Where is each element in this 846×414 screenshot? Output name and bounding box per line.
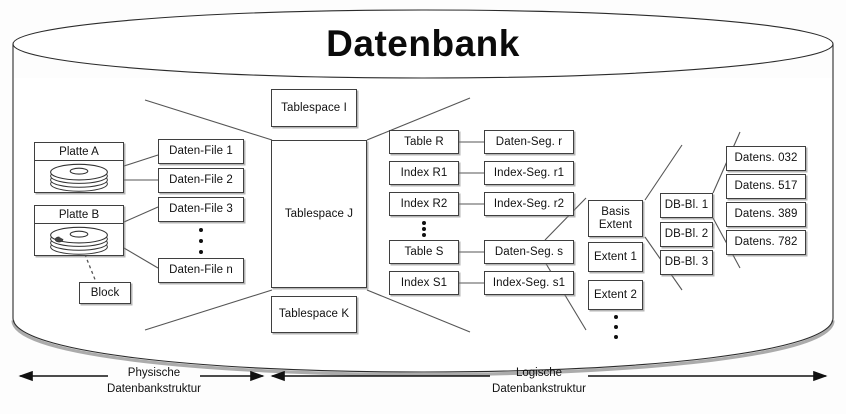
- index-seg-s1-box[interactable]: Index-Seg. s1: [484, 271, 574, 295]
- extent-1-box[interactable]: Extent 1: [588, 242, 643, 272]
- connector-platte-a-file1: [123, 154, 159, 167]
- daten-file-3-box[interactable]: Daten-File 3: [158, 197, 244, 222]
- table-s-box[interactable]: Table S: [389, 240, 459, 264]
- record-517-box[interactable]: Datens. 517: [726, 174, 806, 199]
- logical-object-ellipsis-icon: [419, 221, 429, 237]
- daten-seg-r-box[interactable]: Daten-Seg. r: [484, 130, 574, 154]
- index-seg-r1-box[interactable]: Index-Seg. r1: [484, 161, 574, 185]
- connector-tablespace-bottom-right: [366, 289, 471, 333]
- connector-segment-extent-top: [544, 197, 587, 241]
- connector-platte-b-filen: [123, 247, 159, 269]
- diagram-title: Datenbank: [326, 23, 520, 64]
- index-r1-box[interactable]: Index R1: [389, 161, 459, 185]
- connector-tablespace-top-right: [366, 97, 471, 141]
- connector-files-top-left: [144, 99, 273, 141]
- physical-axis-line1: Physische: [127, 367, 181, 379]
- daten-file-1-box[interactable]: Daten-File 1: [158, 139, 244, 164]
- disk-platte-b[interactable]: Platte B: [34, 205, 124, 256]
- logical-axis-label: Logische Datenbankstruktur: [490, 366, 588, 397]
- index-seg-r2-box[interactable]: Index-Seg. r2: [484, 192, 574, 216]
- db-block-2-box[interactable]: DB-Bl. 2: [660, 222, 713, 247]
- daten-file-ellipsis-icon: [196, 228, 206, 254]
- disk-platte-b-label: Platte B: [35, 206, 123, 224]
- cylinder-bottom-arc: [12, 317, 834, 373]
- tablespace-i-box[interactable]: Tablespace I: [271, 89, 357, 127]
- cylinder-bottom-shadow: [11, 320, 835, 377]
- basis-extent-box[interactable]: Basis Extent: [588, 200, 643, 237]
- connector-extent-dbblock-top: [644, 144, 683, 201]
- logical-axis-line2: Datenbankstruktur: [492, 382, 586, 395]
- disk-platte-a-label: Platte A: [35, 143, 123, 161]
- daten-file-n-box[interactable]: Daten-File n: [158, 258, 244, 283]
- logical-axis-line1: Logische: [515, 367, 563, 379]
- daten-file-2-box[interactable]: Daten-File 2: [158, 168, 244, 193]
- db-block-1-box[interactable]: DB-Bl. 1: [660, 193, 713, 218]
- record-389-box[interactable]: Datens. 389: [726, 202, 806, 227]
- physical-axis-line2: Datenbankstruktur: [107, 382, 201, 395]
- extent-ellipsis-icon: [611, 315, 621, 339]
- disk-platte-a[interactable]: Platte A: [34, 142, 124, 193]
- record-782-box[interactable]: Datens. 782: [726, 230, 806, 255]
- daten-seg-s-box[interactable]: Daten-Seg. s: [484, 240, 574, 264]
- cylinder-top-ellipse: [12, 9, 834, 79]
- block-box[interactable]: Block: [79, 282, 131, 304]
- physical-axis-label: Physische Datenbankstruktur: [107, 366, 201, 397]
- tablespace-k-box[interactable]: Tablespace K: [271, 296, 357, 333]
- tablespace-j-box[interactable]: Tablespace J: [271, 140, 367, 288]
- table-r-box[interactable]: Table R: [389, 130, 459, 154]
- record-032-box[interactable]: Datens. 032: [726, 146, 806, 171]
- connector-files-bottom-left: [144, 289, 273, 331]
- index-s1-box[interactable]: Index S1: [389, 271, 459, 295]
- db-block-3-box[interactable]: DB-Bl. 3: [660, 250, 713, 275]
- disk-platter-icon: [35, 224, 123, 273]
- disk-platter-icon: [35, 161, 123, 210]
- extent-2-box[interactable]: Extent 2: [588, 280, 643, 310]
- connector-platte-b-file3: [123, 206, 159, 223]
- index-r2-box[interactable]: Index R2: [389, 192, 459, 216]
